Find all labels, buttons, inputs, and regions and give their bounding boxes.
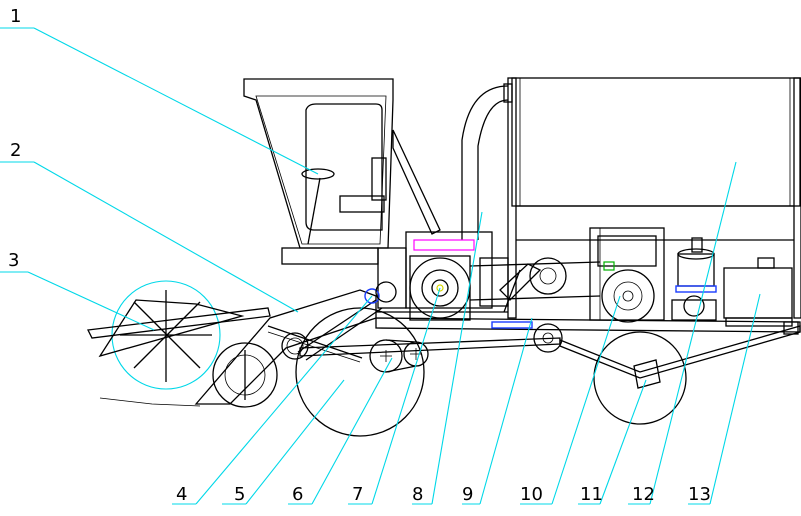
header-auger [194, 289, 377, 408]
operator-cab [243, 78, 441, 265]
callout-label-2: 2 [10, 140, 21, 161]
callout-label-13: 13 [688, 484, 711, 505]
callout-label-3: 3 [8, 250, 19, 271]
central-housing [377, 231, 509, 309]
callout-label-8: 8 [412, 484, 423, 505]
callout-label-7: 7 [352, 484, 363, 505]
header-reel [87, 280, 271, 407]
rear-wheel [593, 331, 687, 425]
grain-tank [507, 77, 801, 319]
belt-drive [469, 257, 601, 353]
callout-label-5: 5 [234, 484, 245, 505]
engine [589, 227, 665, 323]
callout-label-12: 12 [632, 484, 655, 505]
callout-label-4: 4 [176, 484, 187, 505]
callout-label-1: 1 [10, 6, 21, 27]
callout-label-6: 6 [292, 484, 303, 505]
front-wheel [295, 307, 425, 437]
callout-label-10: 10 [520, 484, 543, 505]
hydraulic-unit [671, 237, 717, 321]
threshing-drum [409, 255, 471, 321]
leader-lines [0, 27, 761, 505]
grain-elevator [461, 83, 513, 240]
fuel-tank [723, 257, 799, 335]
callout-label-9: 9 [462, 484, 473, 505]
callout-label-11: 11 [580, 484, 603, 505]
callout-labels: 1 2 3 4 5 6 7 8 9 10 11 12 13 [8, 6, 711, 505]
